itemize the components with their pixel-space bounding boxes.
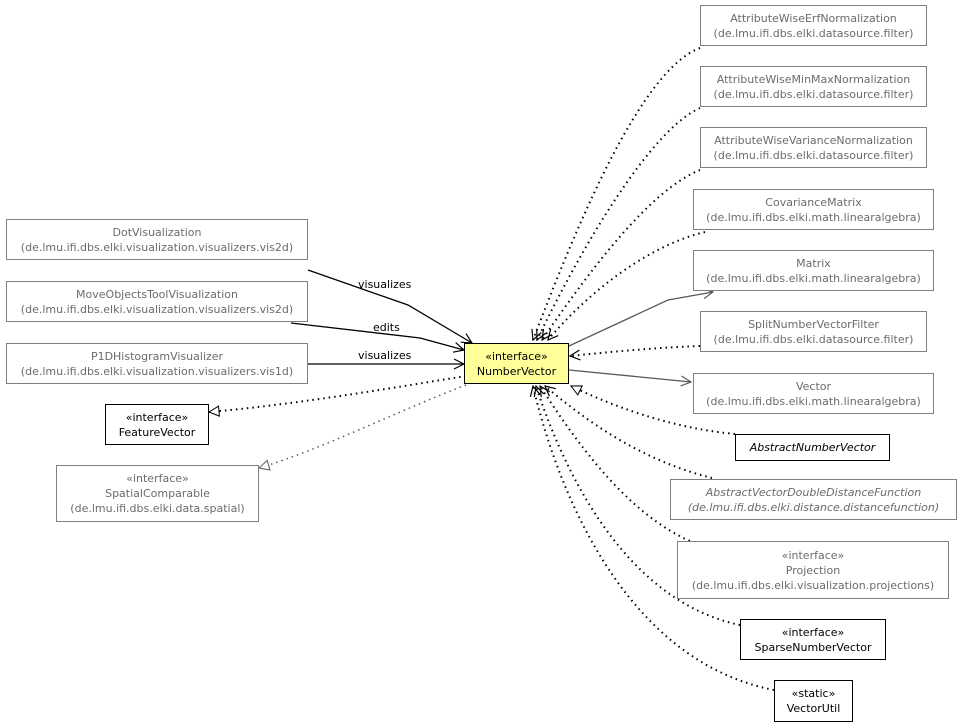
class-numbervector[interactable]: «interface» NumberVector [464, 343, 569, 384]
class-name: Projection [785, 563, 841, 577]
edge-numbervector-to-vector [568, 369, 691, 382]
class-name: MoveObjectsToolVisualization [76, 287, 238, 301]
edge-label-visualizes-p1d: visualizes [358, 349, 412, 362]
class-name: Vector [795, 379, 832, 393]
edge-split-to-numbervector [570, 345, 701, 356]
edge-variance-to-numbervector [541, 169, 701, 340]
class-package: (de.lmu.ifi.dbs.elki.datasource.filter) [713, 148, 914, 162]
class-name: SplitNumberVectorFilter [748, 317, 879, 331]
class-stereotype: «interface» [781, 548, 845, 562]
class-package: (de.lmu.ifi.dbs.elki.visualization.proje… [691, 578, 935, 592]
class-p1dhistogramvisualizer[interactable]: P1DHistogramVisualizer (de.lmu.ifi.dbs.e… [6, 343, 308, 384]
class-attributewiseerfnormalization[interactable]: AttributeWiseErfNormalization (de.lmu.if… [700, 5, 927, 46]
numbervector-name: NumberVector [476, 364, 557, 378]
class-name: P1DHistogramVisualizer [90, 349, 224, 363]
class-name: CovarianceMatrix [765, 195, 862, 209]
class-package: (de.lmu.ifi.dbs.elki.math.linearalgebra) [706, 271, 921, 285]
class-attributewisevariancenormalization[interactable]: AttributeWiseVarianceNormalization (de.l… [700, 127, 927, 168]
edge-label-visualizes-dot: visualizes [358, 278, 412, 291]
class-name: SparseNumberVector [754, 640, 872, 654]
edge-vectorutil-to-numbervector [533, 386, 775, 691]
edge-dotvis-visualizes [307, 269, 472, 343]
class-stereotype: «interface» [781, 625, 845, 639]
class-spatialcomparable[interactable]: «interface» SpatialComparable (de.lmu.if… [56, 465, 259, 522]
edge-covariance-to-numbervector [548, 231, 706, 340]
class-package: (de.lmu.ifi.dbs.elki.datasource.filter) [713, 332, 914, 346]
class-package: (de.lmu.ifi.dbs.elki.data.spatial) [70, 502, 245, 515]
class-name: AttributeWiseVarianceNormalization [714, 133, 913, 147]
class-stereotype: «static» [791, 687, 836, 700]
class-abstractnumbervector[interactable]: AbstractNumberVector [735, 434, 890, 461]
class-matrix[interactable]: Matrix (de.lmu.ifi.dbs.elki.math.lineara… [693, 250, 934, 291]
class-package: (de.lmu.ifi.dbs.elki.datasource.filter) [713, 87, 914, 101]
class-name: AttributeWiseErfNormalization [730, 11, 897, 25]
class-moveobjectstoolvisualization[interactable]: MoveObjectsToolVisualization (de.lmu.ifi… [6, 281, 308, 322]
edge-extends-featurevector [209, 375, 467, 412]
edge-abstractnv-implements [571, 385, 736, 435]
edge-projection-to-numbervector [539, 386, 701, 546]
class-package: (de.lmu.ifi.dbs.elki.distance.distancefu… [687, 500, 940, 514]
class-name: FeatureVector [118, 425, 196, 439]
class-abstractvectordoubledistancefunction[interactable]: AbstractVectorDoubleDistanceFunction (de… [670, 479, 957, 520]
edge-extends-spatialcomparable [259, 384, 467, 468]
class-stereotype: «interface» [126, 472, 189, 485]
class-package: (de.lmu.ifi.dbs.elki.math.linearalgebra) [706, 210, 921, 224]
class-package: (de.lmu.ifi.dbs.elki.math.linearalgebra) [706, 394, 921, 408]
class-package: (de.lmu.ifi.dbs.elki.visualization.visua… [20, 302, 294, 316]
class-splitnumbervectorfilter[interactable]: SplitNumberVectorFilter (de.lmu.ifi.dbs.… [700, 311, 927, 352]
class-name: AttributeWiseMinMaxNormalization [716, 72, 911, 86]
class-package: (de.lmu.ifi.dbs.elki.visualization.visua… [20, 364, 294, 378]
class-featurevector[interactable]: «interface» FeatureVector [105, 404, 209, 445]
class-vector[interactable]: Vector (de.lmu.ifi.dbs.elki.math.lineara… [693, 373, 934, 414]
class-vectorutil[interactable]: «static» VectorUtil [774, 680, 853, 722]
class-name: VectorUtil [786, 702, 841, 715]
class-name: SpatialComparable [105, 487, 210, 500]
class-projection[interactable]: «interface» Projection (de.lmu.ifi.dbs.e… [677, 541, 949, 599]
class-package: (de.lmu.ifi.dbs.elki.datasource.filter) [713, 26, 914, 40]
edge-moveobj-edits [290, 322, 464, 350]
class-name: DotVisualization [112, 225, 202, 239]
class-sparsenumbervector[interactable]: «interface» SparseNumberVector [740, 619, 886, 660]
class-package: (de.lmu.ifi.dbs.elki.visualization.visua… [20, 240, 294, 254]
class-attributewiseminmaxnormalization[interactable]: AttributeWiseMinMaxNormalization (de.lmu… [700, 66, 927, 107]
class-covariancematrix[interactable]: CovarianceMatrix (de.lmu.ifi.dbs.elki.ma… [693, 189, 934, 230]
edge-erf-to-numbervector [533, 47, 701, 340]
edge-label-edits: edits [373, 321, 400, 334]
class-name: AbstractVectorDoubleDistanceFunction [705, 485, 922, 499]
class-name: Matrix [796, 256, 831, 270]
edge-numbervector-to-matrix [568, 292, 713, 347]
class-name: AbstractNumberVector [749, 441, 876, 454]
class-dotvisualization[interactable]: DotVisualization (de.lmu.ifi.dbs.elki.vi… [6, 219, 308, 260]
class-stereotype: «interface» [125, 410, 189, 424]
edge-avddf-to-numbervector [545, 386, 713, 479]
numbervector-stereotype: «interface» [485, 349, 548, 363]
